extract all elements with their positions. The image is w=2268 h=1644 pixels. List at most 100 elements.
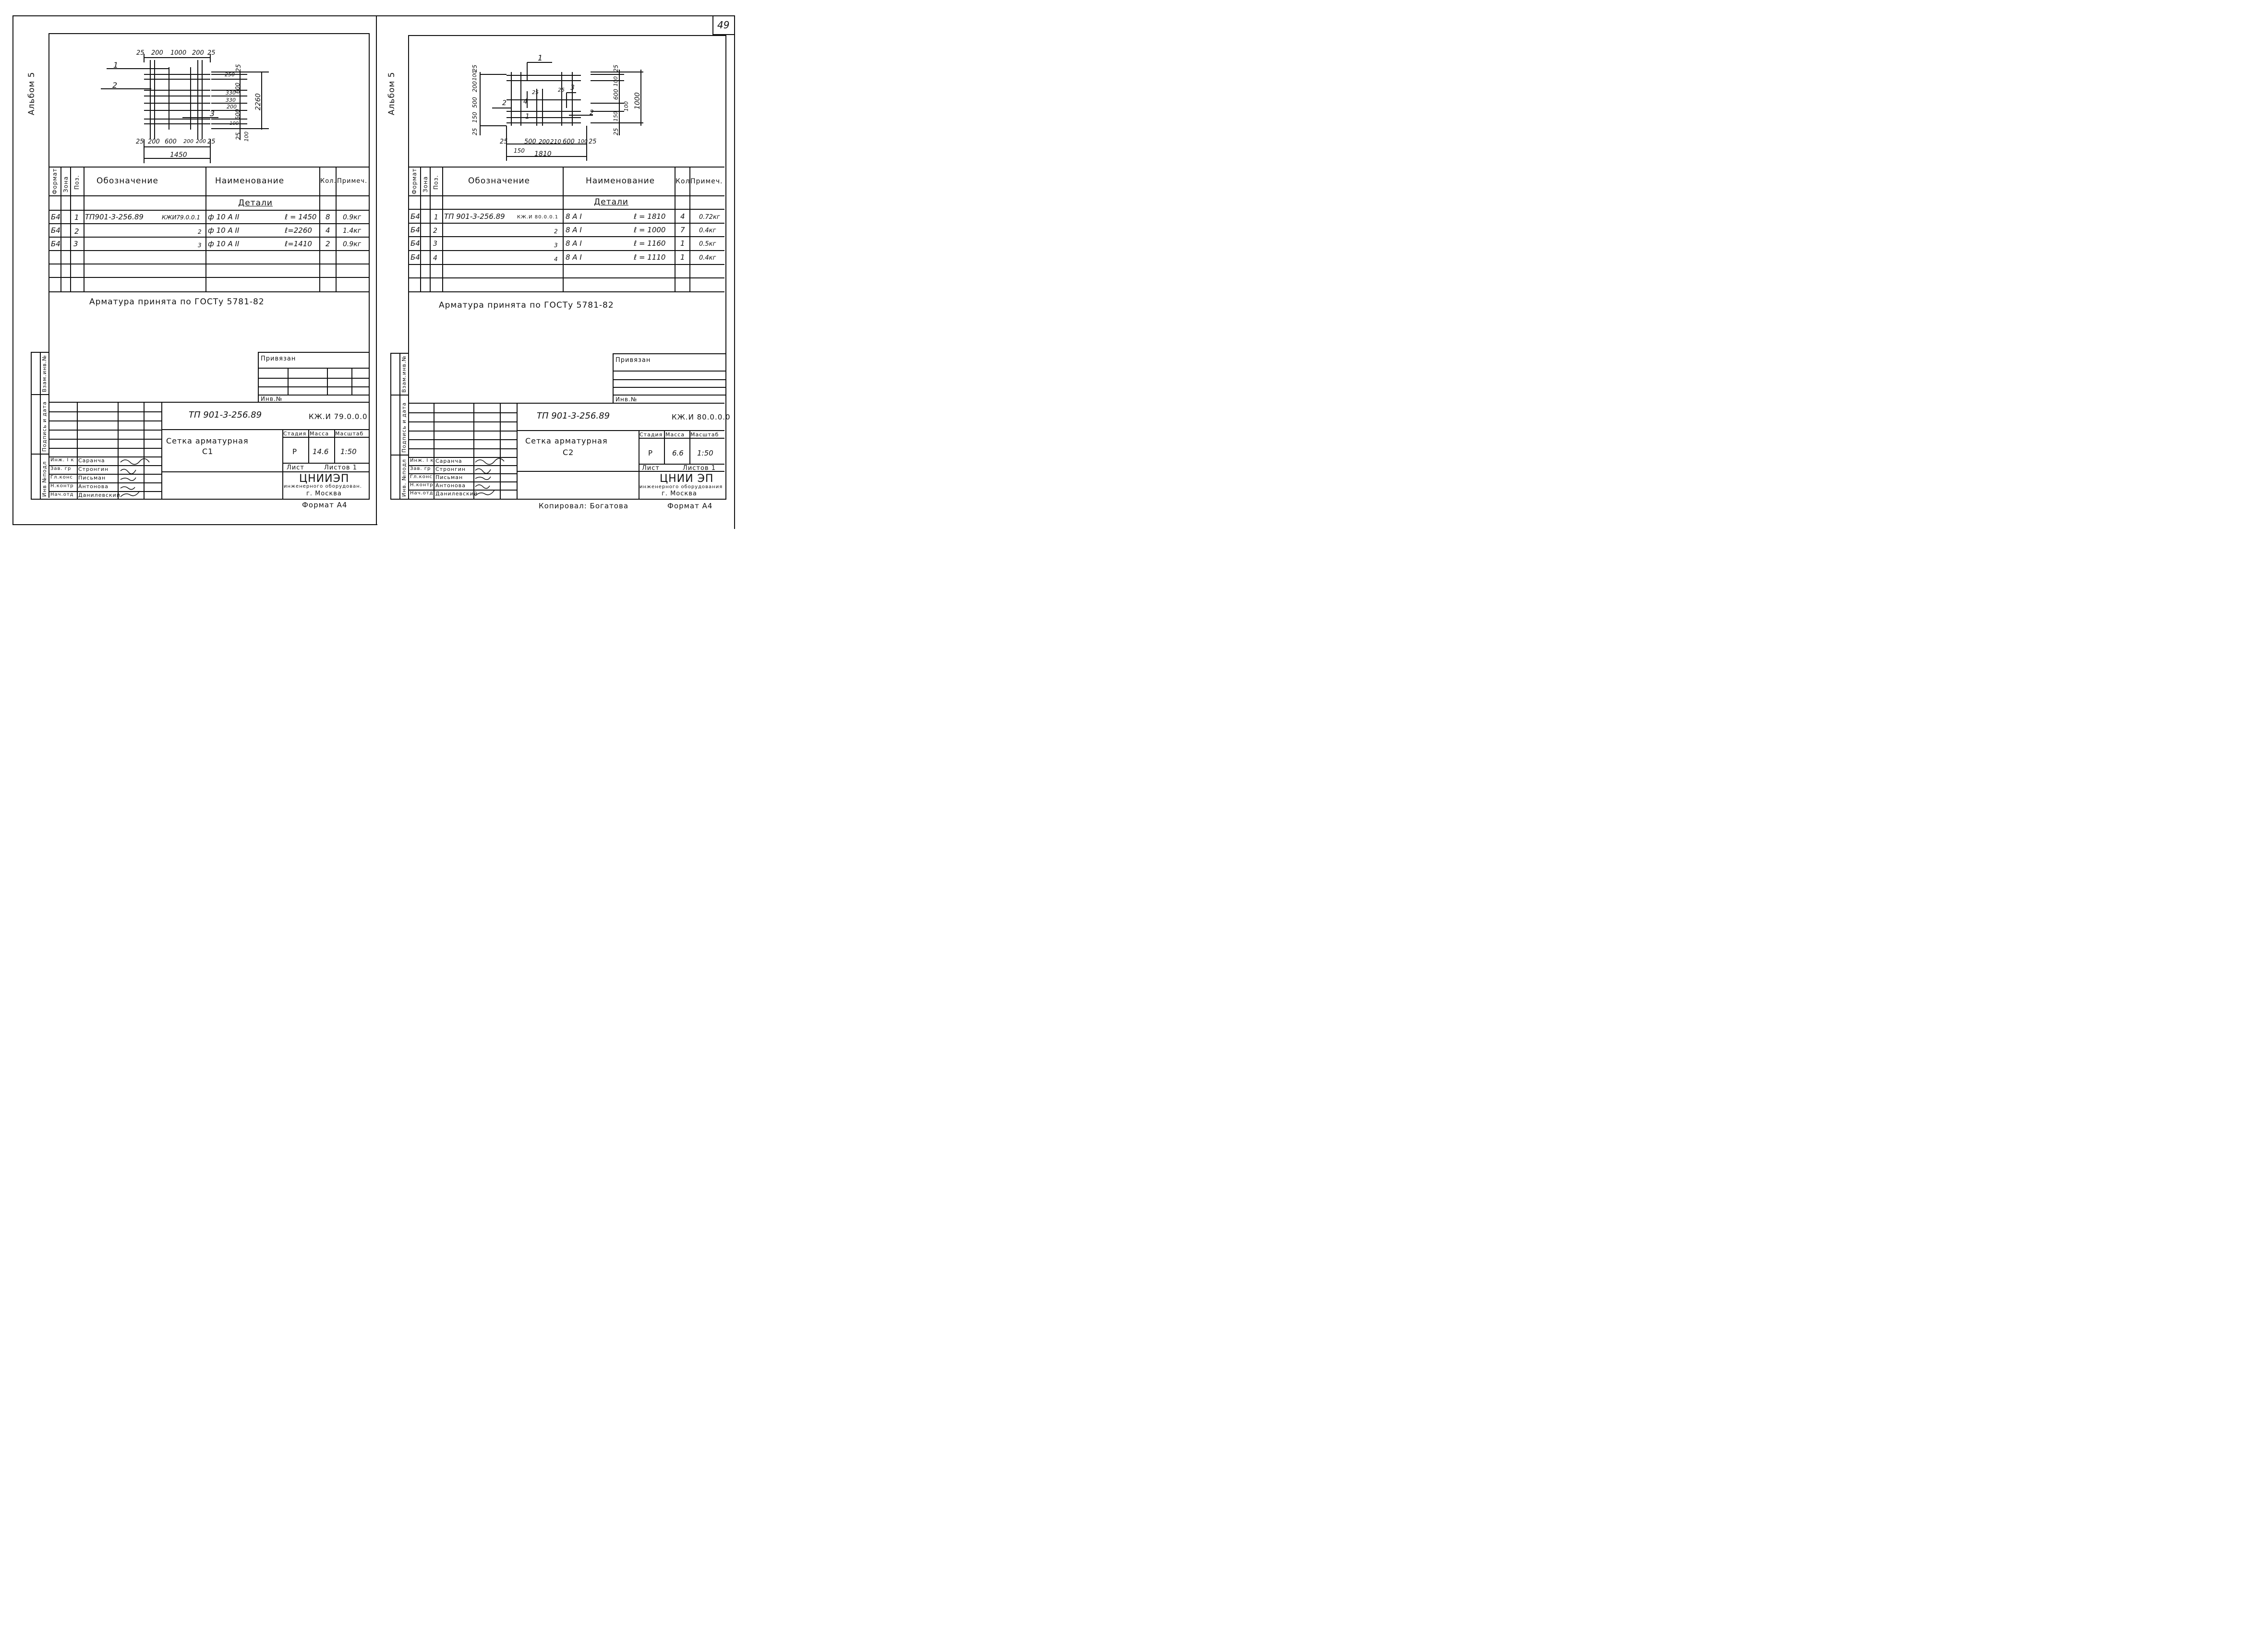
inner-frame <box>408 35 726 500</box>
dim-bottom-3: 200 <box>183 138 193 144</box>
spec-table: Формат Зона Поз. Обозначение Наименовани… <box>409 167 724 292</box>
title-line1: Сетка арматурная <box>166 436 249 445</box>
stage-label: Стадия <box>639 432 663 438</box>
dim-bottom-extra: 150 <box>514 147 525 154</box>
inner-frame <box>48 33 370 500</box>
copied-by: Копировал: Богатова <box>539 502 629 510</box>
dim-top-3: 200 <box>192 49 204 57</box>
page-number: 49 <box>717 19 730 31</box>
dim-right-0: 25 <box>613 64 619 72</box>
dim-right-3: 100 <box>623 101 629 111</box>
mass-label: Масса <box>665 432 685 438</box>
cell-length: ℓ=1410 <box>285 240 312 248</box>
dim-total-width: 1810 <box>534 150 552 158</box>
sheets-label: Листов 1 <box>683 465 716 472</box>
cell-qty: 1 <box>680 253 685 262</box>
dim-left-4: 100 <box>471 71 478 81</box>
dim-inner-1: 25 <box>558 87 565 93</box>
cell-note: 0.9кг <box>343 240 362 248</box>
cell-format: Б4 <box>410 212 420 221</box>
cell-note: 0.9кг <box>343 214 362 221</box>
dim-right-1: 250 <box>225 72 235 78</box>
dim-top-1: 200 <box>151 49 163 57</box>
cell-name: 8 А I <box>566 239 582 248</box>
doc-code: ТП 901-3-256.89 <box>537 411 610 421</box>
dim-inner-0: 25 <box>532 89 539 96</box>
org-city: г. Москва <box>306 490 342 497</box>
header-name: Наименование <box>586 176 655 186</box>
cell-name: 8 А I <box>566 212 582 221</box>
dim-right-1: 100 <box>613 76 619 86</box>
center-fold <box>376 15 377 525</box>
cell-name: ф 10 А II <box>208 240 240 248</box>
cell-designation-code: КЖИ79.0.0.1 <box>162 214 201 221</box>
title-line2: С2 <box>563 448 574 457</box>
cell-note: 0.5кг <box>699 240 716 248</box>
mass-value: 6.6 <box>672 449 684 457</box>
cell-qty: 7 <box>680 226 685 234</box>
signatures <box>475 458 505 496</box>
cell-pos: 3 <box>73 240 78 248</box>
dim-top-4: 25 <box>207 49 216 57</box>
person-name: Антонова <box>435 482 466 489</box>
org-city: г. Москва <box>662 490 697 497</box>
cell-length: ℓ = 1810 <box>634 212 666 221</box>
person-name: Саранча <box>435 458 462 464</box>
dim-bottom-6: 25 <box>589 138 597 145</box>
dim-right-4: 150 <box>613 111 619 121</box>
role: Нач.отд <box>410 491 434 496</box>
dim-bottom-5: 100 <box>578 138 588 144</box>
binding-block: Привязан Инв.№ <box>613 353 725 404</box>
inner-frame-left <box>48 33 49 498</box>
title-line2: С1 <box>202 447 214 456</box>
side-label-signature: Подпись и дата <box>401 402 407 453</box>
binding-block: Привязан Инв.№ <box>258 352 369 403</box>
cell-pos: 1 <box>74 213 79 222</box>
cell-name: 8 А I <box>566 226 582 234</box>
cell-note: 0.72кг <box>699 214 720 221</box>
cell-pos: 4 <box>433 254 437 262</box>
page-number-box: 49 <box>712 16 735 35</box>
spec-table: Формат Зона Поз. Обозначение Наименовани… <box>49 167 369 292</box>
callout-2b: 2 <box>590 109 594 117</box>
dim-bottom-1: 500 <box>524 138 536 145</box>
person-name: Антонова <box>78 483 109 490</box>
dim-total-height: 1000 <box>634 92 641 109</box>
cell-length: ℓ = 1160 <box>634 239 666 248</box>
dim-right-2: 600 <box>613 89 619 100</box>
callout-3: 3 <box>570 84 575 92</box>
cell-pos: 1 <box>434 214 438 221</box>
binding-label: Привязан <box>261 355 296 362</box>
person-name: Стронгин <box>435 466 466 472</box>
header-note: Примеч. <box>690 178 723 185</box>
cell-note: 0.4кг <box>699 254 716 262</box>
side-strip: Инв №подл Подпись и дата Взам.инв.№ <box>31 352 49 500</box>
dim-bottom-2: 200 <box>539 138 550 145</box>
signatures <box>120 458 150 497</box>
dim-left-5: 25 <box>471 64 478 72</box>
header-qty: Кол. <box>320 178 337 185</box>
role: Инж. I к <box>410 458 434 463</box>
outer-frame-top <box>12 15 735 16</box>
scale-value: 1:50 <box>697 449 713 457</box>
role: Н.контр <box>410 482 434 488</box>
cell-length: ℓ = 1000 <box>634 226 666 234</box>
cell-pos: 3 <box>433 240 437 248</box>
person-name: Стронгин <box>78 466 109 472</box>
title-block: ТП 901-3-256.89 КЖ.И 79.0.0.0 Сетка арма… <box>49 402 369 499</box>
person-name: Письман <box>435 474 463 480</box>
doc-mark: КЖ.И 79.0.0.0 <box>309 412 368 421</box>
dim-bottom-0: 25 <box>500 138 508 145</box>
dim-left-2: 500 <box>471 97 478 108</box>
format-label: Формат А4 <box>667 502 713 510</box>
rebar-standard-note: Арматура принята по ГОСТу 5781-82 <box>89 297 265 307</box>
cell-designation-code: 3 <box>554 242 558 249</box>
dim-right-3: 330 <box>226 90 236 96</box>
role: Гл.конс <box>410 474 433 480</box>
side-strip: Инв. №подл Подпись и дата Взам.инв.№ <box>390 353 409 500</box>
dim-left-0: 25 <box>471 128 478 135</box>
dim-bottom-2: 600 <box>165 138 177 145</box>
cell-designation-code: 3 <box>198 242 202 249</box>
side-label-inv: Инв. №подл <box>401 459 407 497</box>
stage-value: Р <box>292 447 298 456</box>
